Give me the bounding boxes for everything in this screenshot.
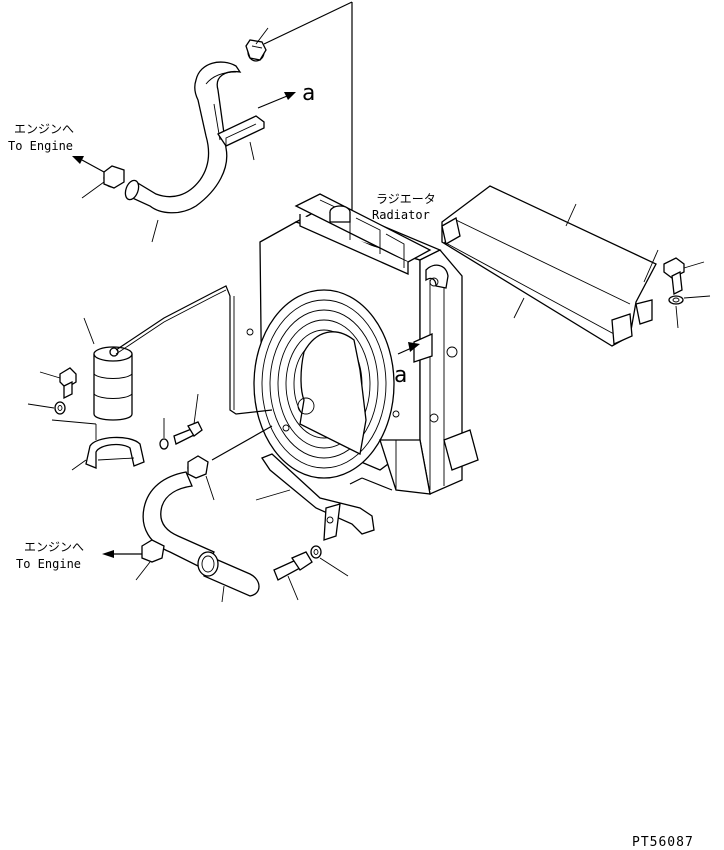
radiator-assembly [246,193,479,495]
upper-hose-bracket [217,115,265,147]
stay-washer [310,545,322,559]
ref-a-arrow-mid: a [394,342,420,388]
ref-a-top-label: a [302,81,315,106]
lower-hose-clamp-left [141,539,165,563]
bracket-washer [159,438,169,450]
to-engine-bottom-callout: エンジンへ To Engine [16,540,142,571]
upper-left-hose-clamp [103,165,125,189]
to-engine-top-en: To Engine [8,139,73,153]
radiator-top-cover [441,185,657,347]
tank-bolt [59,367,77,400]
ref-a-arrow-top: a [257,81,315,109]
cover-washer [668,295,711,329]
stay-bolt [273,551,313,581]
lower-radiator-hose [142,471,260,597]
bracket-bolt [173,421,203,445]
top-hose-clamp [245,39,267,62]
ref-a-mid-label: a [394,363,407,388]
reservoir-tank [93,346,133,421]
radiator-callout: ラジエータ Radiator [372,192,436,222]
upper-radiator-hose [124,61,242,214]
to-engine-bottom-jp: エンジンへ [24,540,84,554]
lower-stay-bracket [261,453,375,541]
to-engine-top-jp: エンジンへ [14,122,74,136]
to-engine-bottom-en: To Engine [16,557,81,571]
tank-washer [54,401,66,415]
lower-hose-clamp-right [187,455,209,479]
radiator-en-label: Radiator [372,208,430,222]
cover-bolt [663,257,705,295]
drawing-code: PT56087 [632,835,694,850]
radiator-jp-label: ラジエータ [376,192,436,206]
to-engine-top-callout: エンジンへ To Engine [8,122,105,173]
reservoir-bracket [85,436,145,469]
